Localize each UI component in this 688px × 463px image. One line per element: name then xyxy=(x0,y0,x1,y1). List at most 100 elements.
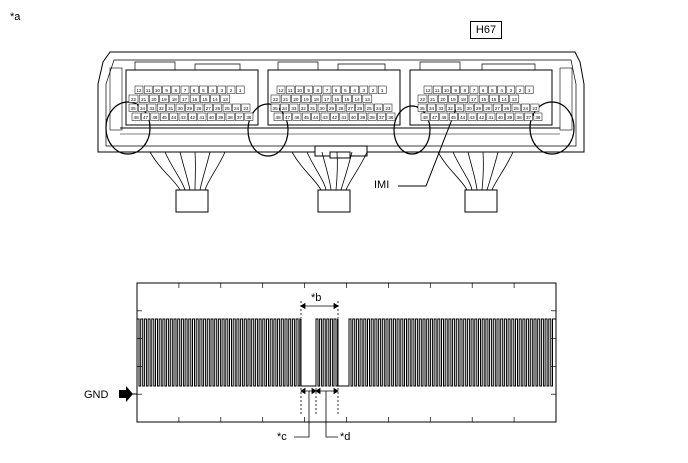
pin-number: 42 xyxy=(190,115,196,120)
pin-number: 19 xyxy=(304,97,310,102)
pin-cell xyxy=(495,112,505,121)
pin-number: 20 xyxy=(151,97,157,102)
pin-cell xyxy=(442,85,451,94)
callout-c-label: *c xyxy=(277,431,287,443)
pin-cell xyxy=(322,85,332,94)
pin-cell xyxy=(301,112,311,121)
pin-cell xyxy=(341,85,350,94)
pin-cell xyxy=(169,112,179,121)
connector-code-box: H67 xyxy=(470,21,502,39)
pin-cell xyxy=(138,94,149,103)
pin-cell xyxy=(150,112,160,121)
terminal-highlight-block1 xyxy=(247,103,289,157)
pin-number: 34 xyxy=(282,106,288,111)
callout-b-label: *b xyxy=(311,292,322,304)
pin-cell xyxy=(515,85,525,94)
pin-cell xyxy=(188,112,197,121)
pin-cell xyxy=(189,85,199,94)
pin-cell xyxy=(270,94,281,103)
pin-number: 40 xyxy=(351,115,357,120)
pin-number: 8 xyxy=(175,88,178,93)
pin-number: 34 xyxy=(429,106,435,111)
pin-cell xyxy=(448,112,458,121)
pin-cell xyxy=(368,85,378,94)
pin-cell xyxy=(331,94,342,103)
pin-cell xyxy=(313,85,323,94)
terminal-highlight-left xyxy=(105,101,151,155)
pin-number: 7 xyxy=(326,88,329,93)
pin-number: 19 xyxy=(451,97,457,102)
pin-cell xyxy=(159,112,169,121)
harness-3 xyxy=(437,151,514,213)
pin-number: 44 xyxy=(313,115,319,120)
pin-number: 20 xyxy=(293,97,299,102)
imi-leader-line xyxy=(398,103,459,187)
pin-number: 25 xyxy=(367,106,373,111)
pin-cell xyxy=(439,112,449,121)
pin-number: 16 xyxy=(334,97,340,102)
pin-cell xyxy=(505,112,515,121)
pin-number: 28 xyxy=(196,106,202,111)
pin-number: 10 xyxy=(297,88,303,93)
pin-cell xyxy=(199,85,208,94)
pin-number: 11 xyxy=(288,88,293,93)
pin-number: 41 xyxy=(199,115,205,120)
pin-number: 29 xyxy=(476,106,482,111)
pin-number: 25 xyxy=(225,106,231,111)
pin-number: 26 xyxy=(504,106,510,111)
pin-number: 38 xyxy=(228,115,234,120)
pin-cell xyxy=(159,94,169,103)
terminal-highlight-block3 xyxy=(393,105,431,155)
pin-cell xyxy=(514,112,524,121)
pin-cell xyxy=(477,112,486,121)
pin-number: 13 xyxy=(512,97,518,102)
pin-cell xyxy=(235,85,245,94)
pin-number: 1 xyxy=(239,88,242,93)
pin-cell xyxy=(220,94,231,103)
pin-number: 19 xyxy=(162,97,168,102)
pin-cell xyxy=(217,85,227,94)
pin-number: 39 xyxy=(507,115,513,120)
pin-cell xyxy=(235,112,244,121)
pin-cell xyxy=(345,103,355,112)
pin-cell xyxy=(276,85,286,94)
pin-number: 37 xyxy=(237,115,243,120)
pin-cell xyxy=(330,112,339,121)
pin-number: 27 xyxy=(348,106,354,111)
pin-number: 3 xyxy=(221,88,224,93)
pin-number: 6 xyxy=(482,88,485,93)
pin-number: 17 xyxy=(324,97,330,102)
pin-cell xyxy=(178,112,188,121)
pin-number: 25 xyxy=(514,106,520,111)
pin-number: 35 xyxy=(420,106,426,111)
pin-cell xyxy=(420,112,430,121)
pin-number: 44 xyxy=(171,115,177,120)
pin-number: 13 xyxy=(223,97,229,102)
pin-number: 3 xyxy=(510,88,513,93)
pin-cell xyxy=(423,85,433,94)
pin-cell xyxy=(131,112,141,121)
pin-number: 47 xyxy=(143,115,149,120)
pin-number: 40 xyxy=(498,115,504,120)
pin-number: 38 xyxy=(517,115,523,120)
pin-cell xyxy=(295,85,304,94)
pin-cell xyxy=(478,85,488,94)
gnd-arrow-icon xyxy=(119,386,133,402)
pin-number: 16 xyxy=(192,97,198,102)
pin-number: 47 xyxy=(432,115,438,120)
pin-cell xyxy=(430,112,439,121)
pin-number: 27 xyxy=(495,106,501,111)
pin-cell xyxy=(175,103,185,112)
pin-number: 14 xyxy=(502,97,508,102)
pin-cell xyxy=(210,94,220,103)
pin-cell xyxy=(511,103,521,112)
scope-ticks xyxy=(137,283,556,422)
pin-cell xyxy=(128,103,138,112)
callout-d-label: *d xyxy=(340,431,351,443)
pin-cell xyxy=(448,94,458,103)
pin-number: 36 xyxy=(246,115,252,120)
pin-number: 47 xyxy=(285,115,291,120)
pin-number: 18 xyxy=(314,97,320,102)
